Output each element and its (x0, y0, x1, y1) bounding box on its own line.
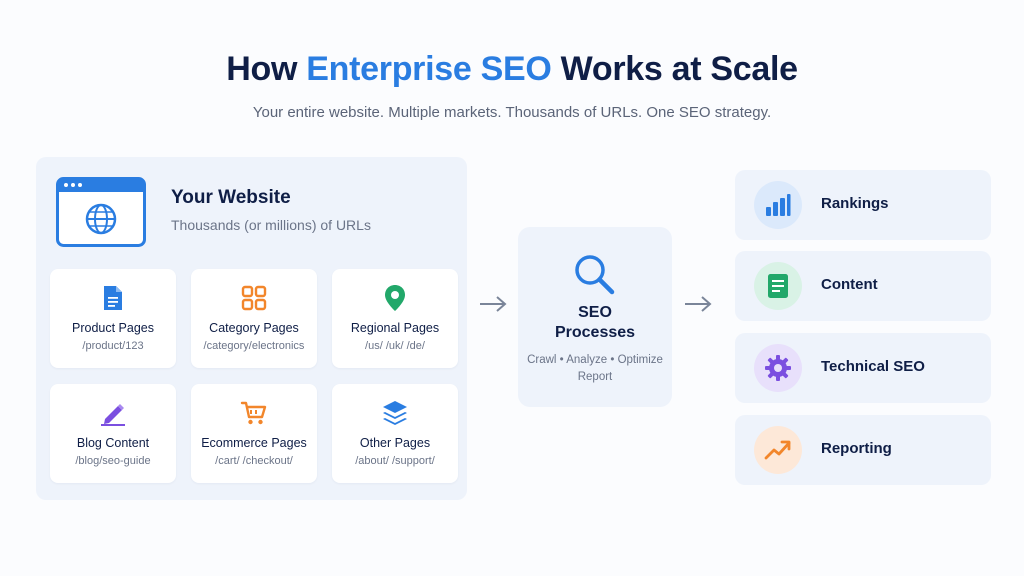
trend-up-icon (764, 440, 791, 460)
page-subtitle: Your entire website. Multiple markets. T… (252, 104, 772, 121)
output-card-technical-seo: Technical SEO (735, 333, 991, 403)
title-accent: Enterprise SEO (306, 50, 552, 88)
page-path: /cart/ /checkout/ (215, 455, 293, 467)
seo-process-box: SEO Processes Crawl • Analyze • Optimize… (518, 227, 672, 407)
document-icon (768, 274, 788, 298)
output-icon-circle (754, 426, 802, 474)
cart-icon (240, 401, 267, 425)
output-label: Technical SEO (821, 358, 925, 375)
page-card-other: Other Pages /about/ /support/ (332, 384, 458, 483)
page-card-category: Category Pages /category/electronics (191, 269, 317, 368)
output-card-rankings: Rankings (735, 170, 991, 240)
page-label: Blog Content (76, 436, 150, 450)
seo-process-steps: Crawl • Analyze • Optimize Report (518, 352, 672, 386)
page-path: /us/ /uk/ /de/ (365, 340, 425, 352)
output-label: Reporting (821, 440, 892, 457)
arrow-right-icon (685, 296, 712, 312)
pencil-icon (101, 404, 125, 426)
page-path: /about/ /support/ (355, 455, 435, 467)
seo-title-line1: SEO (578, 304, 612, 321)
page-path: /category/electronics (203, 340, 305, 352)
page-label: Category Pages (209, 321, 299, 335)
document-icon (104, 286, 122, 310)
layers-icon (383, 401, 407, 425)
output-card-reporting: Reporting (735, 415, 991, 485)
map-pin-icon (385, 285, 405, 311)
magnifier-icon (575, 255, 615, 295)
arrow-right-icon (480, 296, 507, 312)
page-card-ecommerce: Ecommerce Pages /cart/ /checkout/ (191, 384, 317, 483)
seo-title-line2: Processes (554, 324, 636, 341)
page-title: How Enterprise SEO Works at Scale (0, 50, 1024, 89)
browser-globe-icon (56, 177, 146, 247)
page-path: /blog/seo-guide (75, 455, 151, 467)
gear-icon (765, 355, 791, 381)
page-label: Regional Pages (350, 321, 440, 335)
page-label: Other Pages (359, 436, 431, 450)
output-label: Content (821, 276, 878, 293)
bar-chart-icon (766, 194, 791, 216)
output-icon-circle (754, 262, 802, 310)
seo-steps-line2: Report (577, 371, 613, 383)
seo-steps-line1: Crawl • Analyze • Optimize (527, 354, 663, 366)
title-suffix: Works at Scale (560, 50, 798, 88)
output-icon-circle (754, 181, 802, 229)
website-title: Your Website (171, 187, 291, 208)
output-icon-circle (754, 344, 802, 392)
website-panel: Your Website Thousands (or millions) of … (36, 157, 467, 500)
output-card-content: Content (735, 251, 991, 321)
page-card-product: Product Pages /product/123 (50, 269, 176, 368)
title-prefix: How (226, 50, 298, 88)
website-subtitle: Thousands (or millions) of URLs (171, 217, 371, 233)
seo-process-title: SEO Processes (518, 303, 672, 343)
page-card-regional: Regional Pages /us/ /uk/ /de/ (332, 269, 458, 368)
grid-icon (241, 285, 267, 311)
page-label: Ecommerce Pages (201, 436, 307, 450)
page-label: Product Pages (72, 321, 154, 335)
page-card-blog: Blog Content /blog/seo-guide (50, 384, 176, 483)
page-path: /product/123 (82, 340, 144, 352)
output-label: Rankings (821, 195, 889, 212)
